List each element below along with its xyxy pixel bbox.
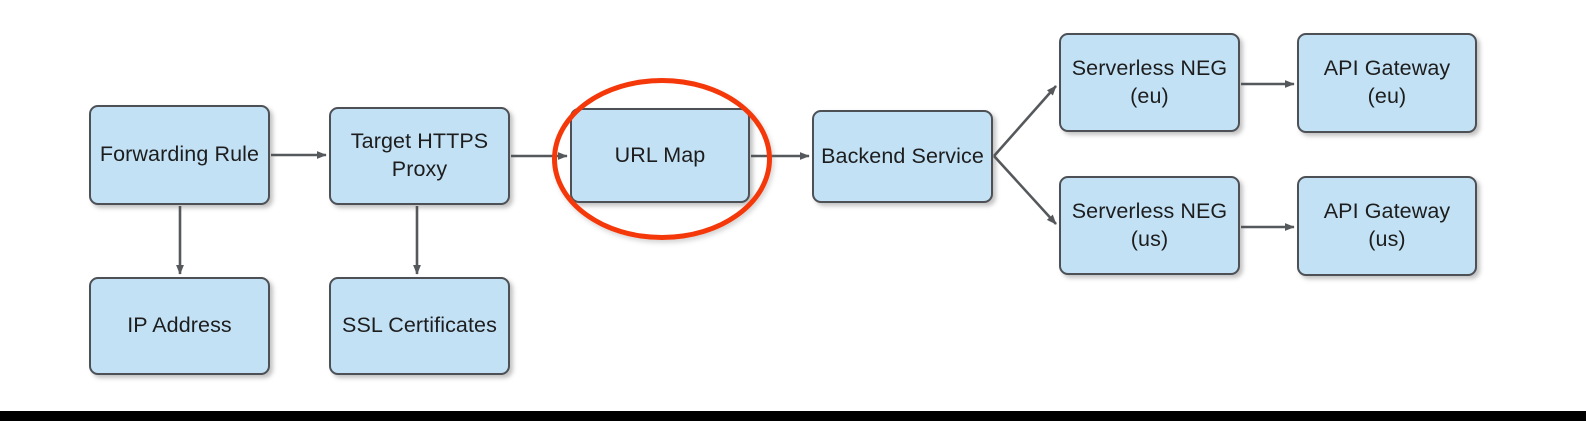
node-serverless-neg-us[interactable]: Serverless NEG (us) [1059,176,1240,275]
edge-backend-to-neg-eu [993,85,1057,157]
node-url-map[interactable]: URL Map [570,108,750,203]
node-api-gateway-us[interactable]: API Gateway (us) [1297,176,1477,276]
node-forwarding-rule[interactable]: Forwarding Rule [89,105,270,205]
node-ssl-certificates[interactable]: SSL Certificates [329,277,510,375]
edge-backend-to-neg-us [993,155,1057,225]
node-target-https-proxy[interactable]: Target HTTPS Proxy [329,107,510,205]
node-ip-address[interactable]: IP Address [89,277,270,375]
bottom-bar [0,411,1586,421]
node-serverless-neg-eu[interactable]: Serverless NEG (eu) [1059,33,1240,132]
node-backend-service[interactable]: Backend Service [812,110,993,203]
node-api-gateway-eu[interactable]: API Gateway (eu) [1297,33,1477,133]
